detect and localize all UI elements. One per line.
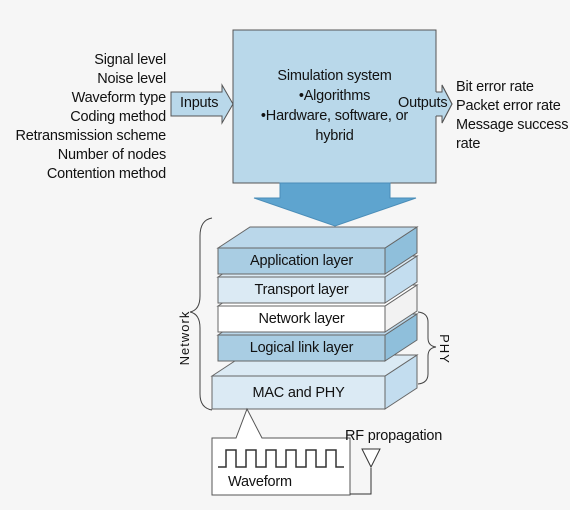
- network-brace: [189, 217, 213, 411]
- layer-logical-link: [217, 334, 386, 362]
- label-mac-phy: MAC and PHY: [252, 385, 345, 401]
- waveform-label: Waveform: [228, 474, 292, 490]
- label-transport-layer: Transport layer: [254, 282, 349, 298]
- outputs-arrow-body: [396, 92, 442, 116]
- label-application-layer: Application layer: [250, 253, 353, 269]
- output-packet-error-rate: Packet error rate: [456, 98, 561, 114]
- input-list: Signal level Noise level Waveform type C…: [0, 51, 166, 184]
- input-waveform-type: Waveform type: [71, 90, 167, 106]
- label-logical-link-layer: Logical link layer: [249, 340, 354, 356]
- input-noise-level: Noise level: [97, 71, 166, 87]
- input-contention-method: Contention method: [46, 166, 166, 182]
- input-number-of-nodes: Number of nodes: [57, 147, 166, 163]
- simulation-bullet-hybrid: hybrid: [315, 128, 354, 144]
- down-arrow: [253, 182, 417, 227]
- output-list: Bit error rate Packet error rate Message…: [456, 78, 568, 154]
- inputs-arrow-label: Inputs: [180, 95, 219, 111]
- network-label: Network: [177, 311, 192, 366]
- layer-stack: [210, 226, 419, 410]
- simulation-bullet-algorithms: •Algorithms: [298, 88, 371, 104]
- label-network-layer: Network layer: [258, 311, 345, 327]
- inputs-arrow: [170, 83, 234, 125]
- simulation-title: Simulation system: [277, 68, 392, 84]
- output-bit-error-rate: Bit error rate: [456, 79, 534, 95]
- output-rate: rate: [456, 136, 481, 152]
- output-message-success: Message success: [456, 117, 569, 133]
- input-coding-method: Coding method: [70, 109, 166, 125]
- waveform-signal: [218, 449, 344, 468]
- layer-application: [217, 247, 386, 275]
- phy-label: PHY: [437, 334, 452, 364]
- layer-mac-phy: [211, 375, 386, 410]
- input-signal-level: Signal level: [94, 52, 166, 68]
- simulation-bullet-hardware: •Hardware, software, or: [260, 108, 409, 124]
- rf-propagation-label: RF propagation: [345, 428, 443, 444]
- rf-line: [350, 468, 372, 495]
- waveform-callout: [211, 407, 351, 496]
- outputs-arrow-label: Outputs: [398, 95, 448, 111]
- input-retransmission-scheme: Retransmission scheme: [15, 128, 166, 144]
- antenna-icon: [361, 448, 381, 469]
- layer-application-top: [216, 226, 419, 249]
- phy-brace: [417, 311, 437, 385]
- simulation-text: Simulation system •Algorithms •Hardware,…: [233, 66, 436, 146]
